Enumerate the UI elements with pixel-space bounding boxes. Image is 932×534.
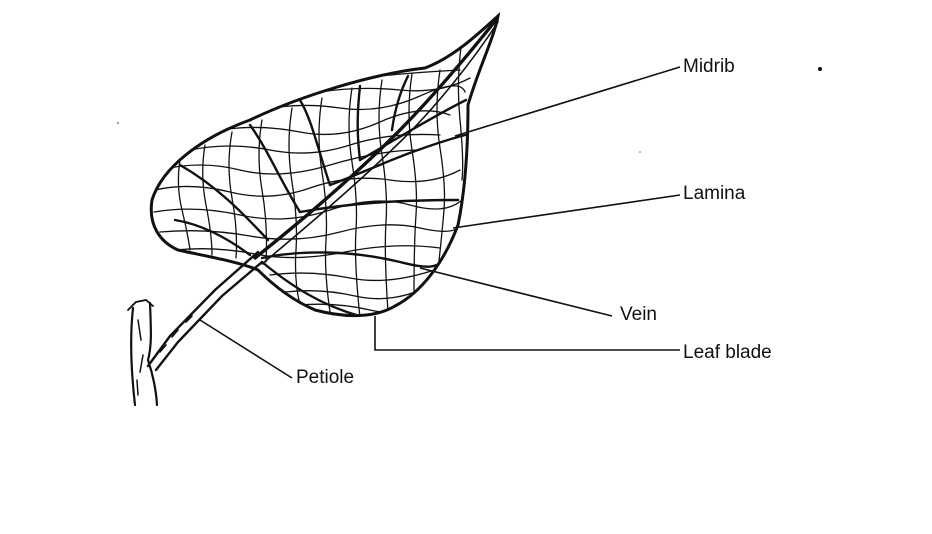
petiole-label: Petiole (296, 367, 355, 388)
speck-dot (818, 67, 822, 71)
vein-leader-line (419, 267, 613, 317)
stem (127, 299, 159, 407)
speck-dot (639, 151, 641, 153)
midrib (253, 18, 499, 265)
lamina-label: Lamina (683, 183, 746, 204)
leader-lines (199, 66, 681, 379)
petiole-leader-line (199, 319, 293, 379)
petiole (146, 250, 264, 372)
leaf-blade-label: Leaf blade (683, 342, 772, 363)
midrib-label: Midrib (683, 56, 735, 77)
lamina-leader-line (452, 194, 681, 229)
speck-dot (117, 122, 119, 124)
vein-label: Vein (620, 304, 657, 325)
midrib-leader-line (454, 66, 681, 137)
leaf-blade-leader-line (374, 316, 680, 351)
